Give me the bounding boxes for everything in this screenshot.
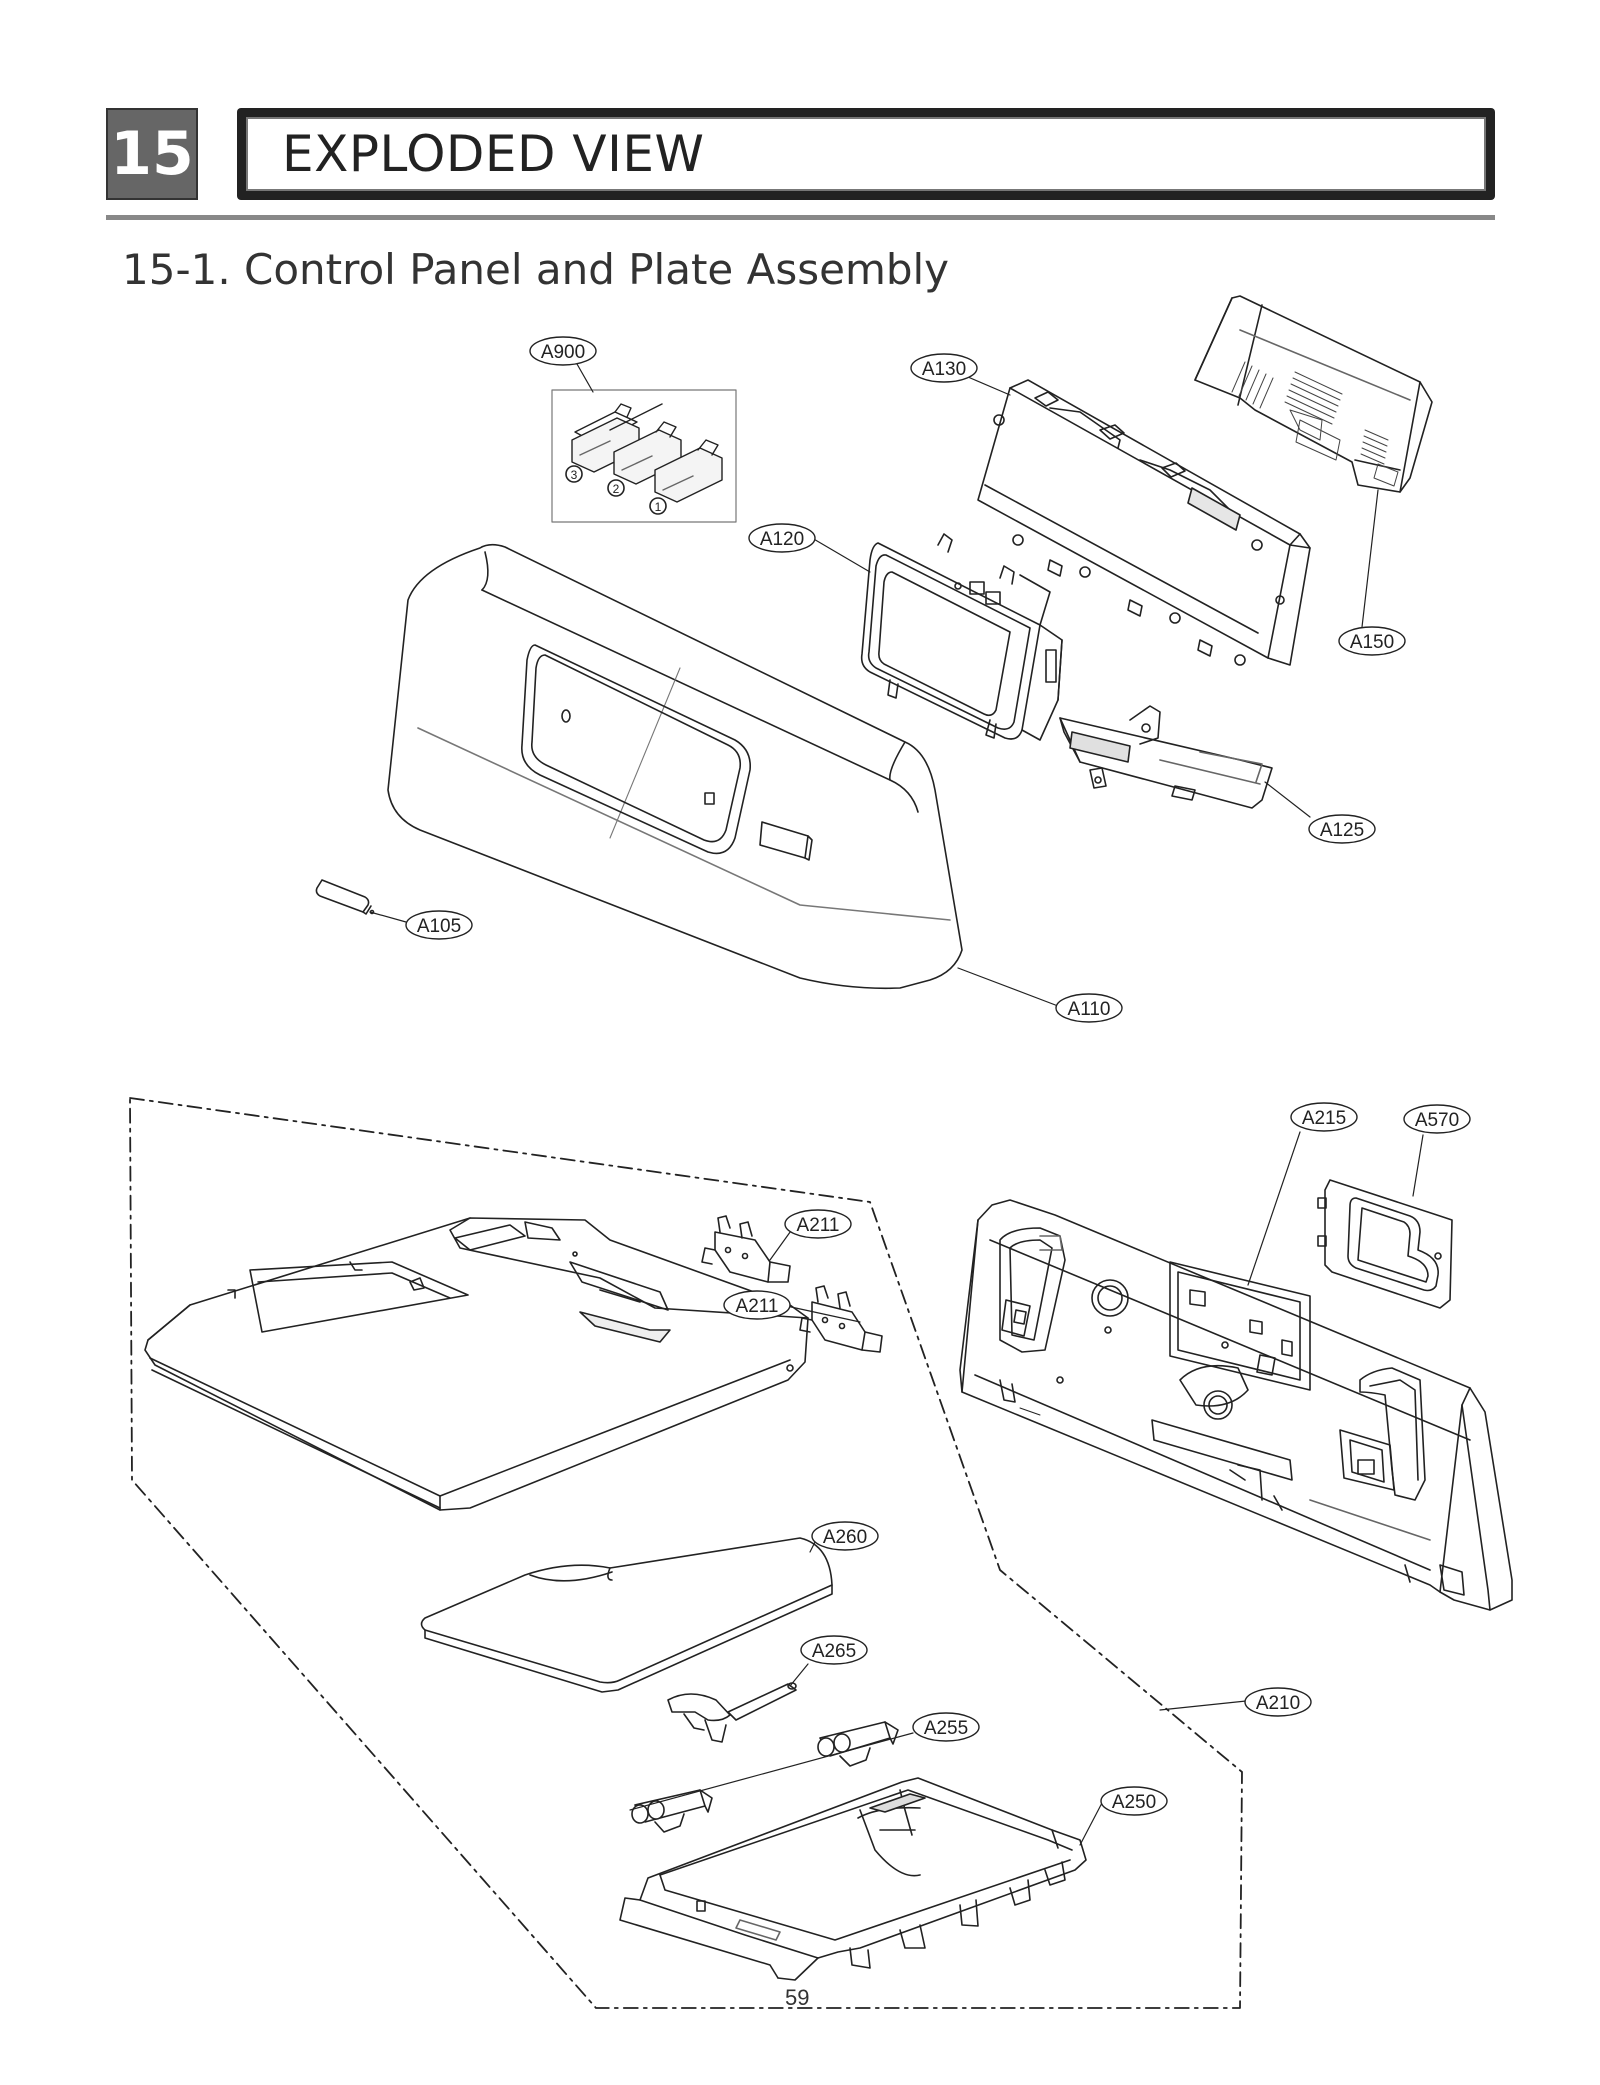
section-title: EXPLODED VIEW xyxy=(282,125,705,183)
variant-marker-2: 2 xyxy=(613,482,620,496)
callout-ovals xyxy=(405,336,1471,1816)
part-a260-cover-plate xyxy=(420,1537,833,1693)
leader-lines xyxy=(369,363,1424,1846)
variant-marker-3: 3 xyxy=(571,468,578,482)
callout-a260: A260 xyxy=(823,1527,867,1548)
callout-oval-a265 xyxy=(800,1635,868,1665)
callout-oval-a211-lower xyxy=(723,1290,791,1320)
part-a250-frame xyxy=(619,1777,1087,1981)
callout-oval-a211-upper xyxy=(784,1209,852,1239)
callout-oval-a125 xyxy=(1308,814,1376,844)
callout-oval-a150 xyxy=(1338,626,1406,656)
callout-a110: A110 xyxy=(1068,999,1111,1020)
part-a105-button-cap xyxy=(315,879,375,915)
page-number: 59 xyxy=(785,1985,810,2010)
callout-oval-a255 xyxy=(912,1712,980,1742)
part-a110-control-panel xyxy=(387,543,963,990)
part-a255-hinge-pin-lower xyxy=(631,1789,713,1833)
callout-a120: A120 xyxy=(760,529,804,550)
part-a255-hinge-pin-upper xyxy=(817,1721,899,1767)
part-a120-display-module xyxy=(860,533,1063,741)
callout-a210: A210 xyxy=(1256,1693,1300,1714)
header-rule xyxy=(106,215,1495,220)
callout-oval-a215 xyxy=(1290,1102,1358,1132)
part-a125-sub-board xyxy=(1059,705,1273,809)
callout-oval-a900 xyxy=(529,336,597,366)
callout-a215: A215 xyxy=(1302,1108,1346,1129)
callout-a900: A900 xyxy=(541,342,585,363)
group-a210-outline xyxy=(129,1097,1243,2009)
part-a150-pcb-cover xyxy=(1194,295,1433,493)
callout-oval-a260 xyxy=(811,1521,879,1551)
callout-a105: A105 xyxy=(417,916,461,937)
section-number-badge: 15 xyxy=(106,108,198,200)
callout-a255: A255 xyxy=(924,1718,968,1739)
callout-a125: A125 xyxy=(1320,820,1364,841)
callout-a150: A150 xyxy=(1350,632,1394,653)
part-a211-hinge-lower xyxy=(799,1285,883,1353)
callout-a211-upper: A211 xyxy=(797,1215,840,1236)
section-title-frame: EXPLODED VIEW xyxy=(237,108,1495,200)
callout-a265: A265 xyxy=(812,1641,856,1662)
callout-oval-a250 xyxy=(1100,1786,1168,1816)
variant-marker-1: 1 xyxy=(655,500,662,514)
callout-a250: A250 xyxy=(1112,1792,1156,1813)
callout-a130: A130 xyxy=(922,359,966,380)
callout-oval-a120 xyxy=(748,523,816,553)
callout-oval-a105 xyxy=(405,910,473,940)
part-back-plate xyxy=(959,1199,1513,1611)
part-a900-knob-set xyxy=(551,389,737,523)
part-a570-cover-plate xyxy=(1317,1179,1453,1309)
section-title-inner: EXPLODED VIEW xyxy=(246,117,1486,191)
part-a211-hinge-upper xyxy=(701,1215,791,1283)
callout-oval-a210 xyxy=(1244,1687,1312,1717)
callout-oval-a570 xyxy=(1403,1104,1471,1134)
part-a130-pcb-housing xyxy=(977,379,1311,666)
callout-a211-lower: A211 xyxy=(736,1296,779,1317)
subsection-title: 15-1. Control Panel and Plate Assembly xyxy=(122,245,950,294)
part-plate-top-cover xyxy=(144,1217,809,1511)
part-a265-latch xyxy=(667,1682,797,1743)
callout-oval-a130 xyxy=(910,353,978,383)
callout-a570: A570 xyxy=(1415,1110,1459,1131)
callout-oval-a110 xyxy=(1055,993,1123,1023)
